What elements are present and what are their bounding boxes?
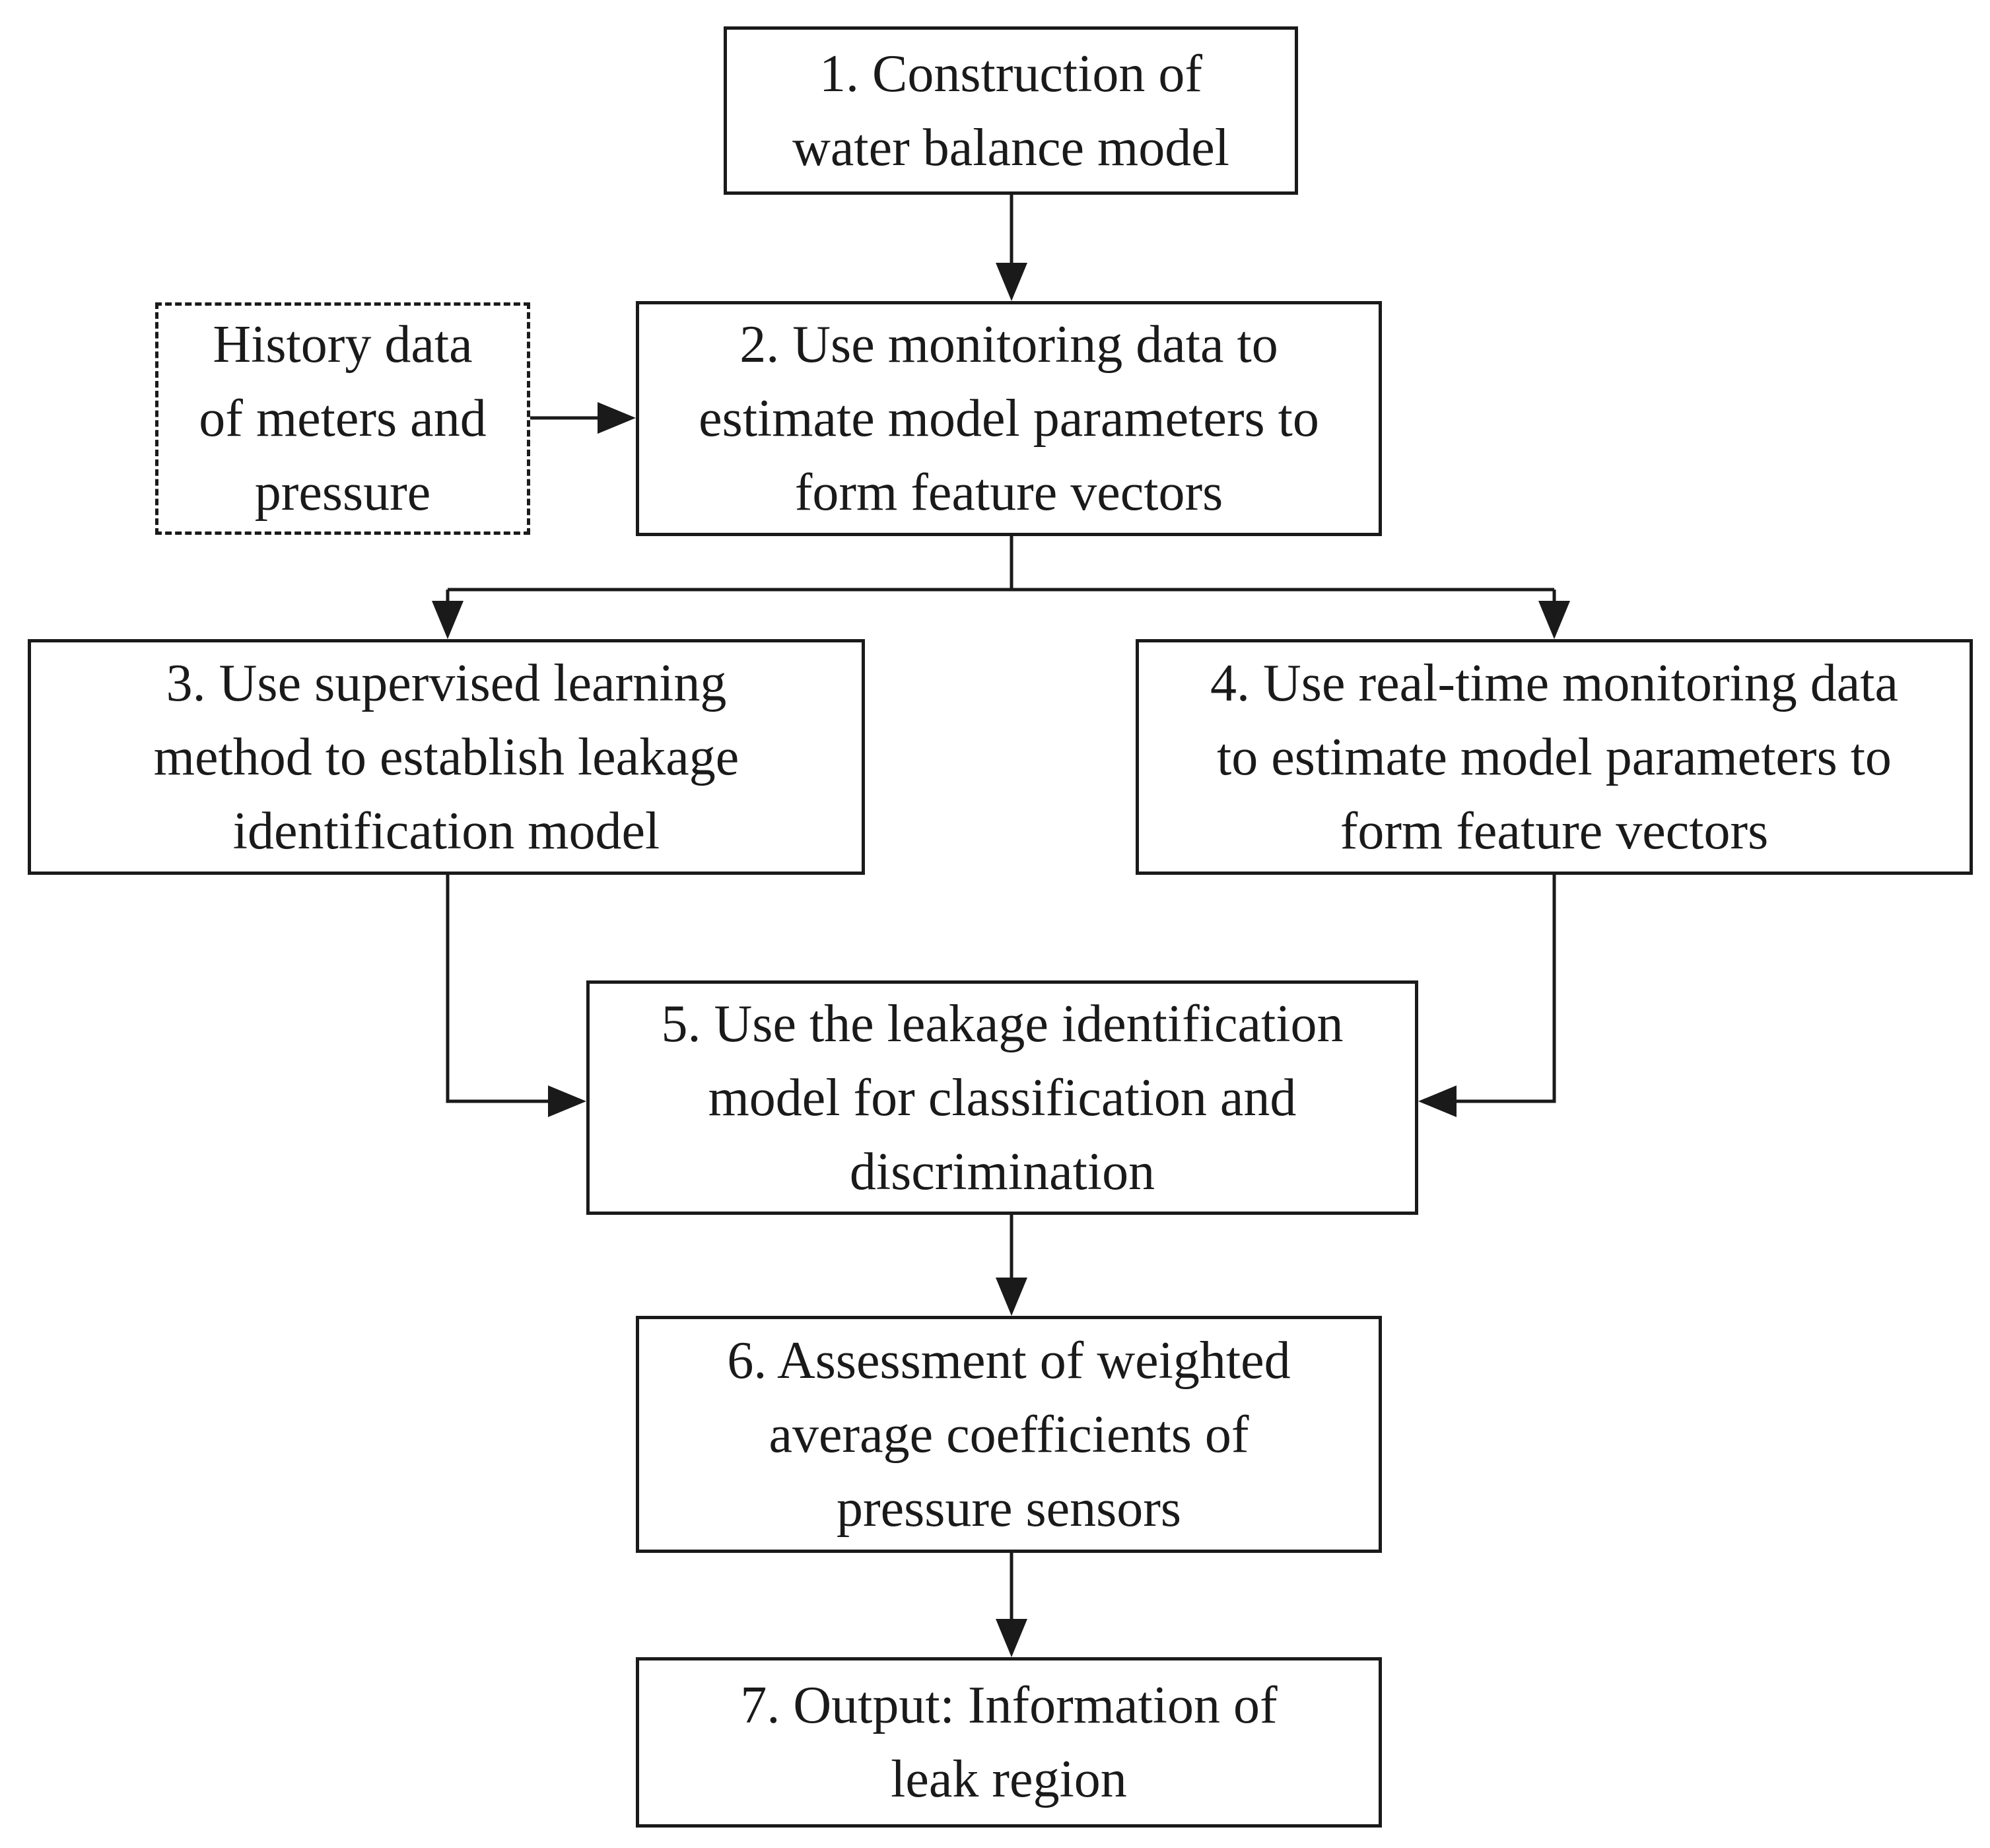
arrowhead-step2-left — [598, 402, 636, 434]
step2-line: 2. Use monitoring data to — [739, 316, 1278, 374]
arrowhead-step7-top — [996, 1619, 1027, 1657]
step1-text: 1. Construction of water balance model — [792, 37, 1229, 185]
edge-step3-to-step5 — [446, 875, 548, 1103]
step4-text: 4. Use real-time monitoring data to esti… — [1210, 646, 1898, 868]
history-line: History data — [213, 316, 473, 374]
step2-box: 2. Use monitoring data to estimate model… — [636, 301, 1382, 536]
step3-text: 3. Use supervised learning method to est… — [154, 646, 739, 868]
step6-line: pressure sensors — [836, 1479, 1182, 1538]
step4-line: to estimate model parameters to — [1217, 728, 1892, 786]
step6-line: average coefficients of — [769, 1405, 1249, 1464]
step6-text: 6. Assessment of weighted average coeffi… — [727, 1324, 1290, 1546]
arrowhead-step4-top — [1538, 601, 1570, 639]
step2-line: estimate model parameters to — [699, 390, 1319, 448]
step3-line: 3. Use supervised learning — [166, 654, 727, 712]
step4-box: 4. Use real-time monitoring data to esti… — [1136, 639, 1973, 875]
arrowhead-step2-top — [996, 263, 1027, 301]
step5-line: model for classification and — [708, 1068, 1297, 1127]
edge-step4-to-step5 — [1457, 875, 1556, 1103]
step5-line: 5. Use the leakage identification — [661, 994, 1344, 1053]
arrowhead-step5-right — [1418, 1085, 1457, 1117]
arrowhead-step5-left — [548, 1085, 586, 1117]
step3-box: 3. Use supervised learning method to est… — [28, 639, 865, 875]
history-line: pressure — [254, 463, 431, 522]
arrowhead-step6-top — [996, 1278, 1027, 1316]
step3-line: identification model — [232, 802, 660, 860]
step7-text: 7. Output: Information of leak region — [740, 1668, 1277, 1816]
step5-text: 5. Use the leakage identification model … — [662, 987, 1344, 1209]
history-line: of meters and — [199, 390, 487, 448]
step1-line: water balance model — [792, 118, 1229, 177]
step6-box: 6. Assessment of weighted average coeffi… — [636, 1316, 1382, 1553]
step7-box: 7. Output: Information of leak region — [636, 1657, 1382, 1828]
step7-line: 7. Output: Information of — [740, 1676, 1278, 1734]
step5-box: 5. Use the leakage identification model … — [586, 980, 1418, 1215]
step6-line: 6. Assessment of weighted — [727, 1331, 1291, 1390]
step5-line: discrimination — [849, 1142, 1155, 1201]
step4-line: 4. Use real-time monitoring data — [1210, 654, 1898, 712]
history-text: History data of meters and pressure — [199, 308, 486, 530]
step2-line: form feature vectors — [794, 463, 1223, 522]
step2-text: 2. Use monitoring data to estimate model… — [699, 308, 1319, 530]
step3-line: method to establish leakage — [153, 728, 739, 786]
step1-box: 1. Construction of water balance model — [724, 26, 1298, 195]
arrowhead-step3-top — [432, 601, 463, 639]
history-data-box: History data of meters and pressure — [155, 302, 530, 535]
step4-line: form feature vectors — [1340, 802, 1769, 860]
step1-line: 1. Construction of — [819, 44, 1202, 103]
step7-line: leak region — [891, 1750, 1127, 1808]
